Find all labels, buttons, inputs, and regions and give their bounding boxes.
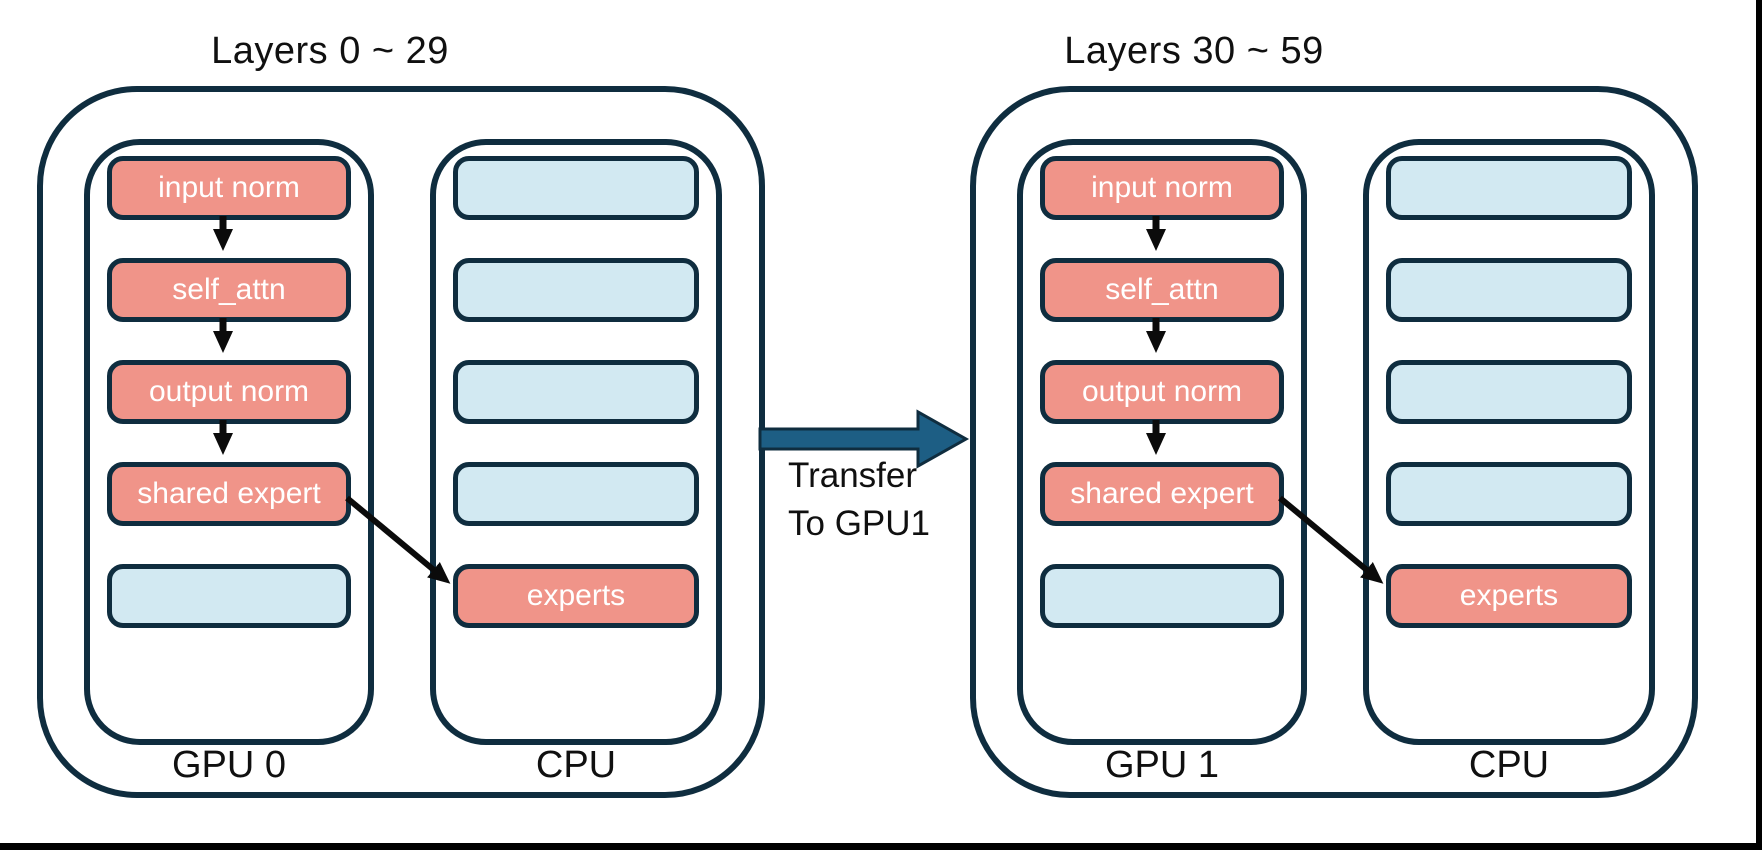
gpu0-column xyxy=(84,139,374,745)
left-cpu-empty-slot-3 xyxy=(453,360,699,424)
transfer-arrow-label: Transfer To GPU1 xyxy=(788,452,1028,548)
right-cpu-empty-slot-2 xyxy=(1386,258,1632,322)
gpu1-empty-slot xyxy=(1040,564,1284,628)
left-cpu-empty-slot-4 xyxy=(453,462,699,526)
frame-bottom-edge xyxy=(0,843,1762,850)
frame-right-edge xyxy=(1756,0,1762,850)
right-group-container: input norm self_attn output norm shared … xyxy=(970,86,1698,798)
left-cpu-experts-box: experts xyxy=(453,564,699,628)
right-cpu-empty-slot-1 xyxy=(1386,156,1632,220)
transfer-label-line2: To GPU1 xyxy=(788,504,930,543)
right-cpu-empty-slot-3 xyxy=(1386,360,1632,424)
gpu1-self-attn-box: self_attn xyxy=(1040,258,1284,322)
right-cpu-label: CPU xyxy=(1468,744,1550,786)
right-cpu-empty-slot-4 xyxy=(1386,462,1632,526)
right-cpu-column xyxy=(1363,139,1655,745)
gpu0-empty-slot xyxy=(107,564,351,628)
gpu1-output-norm-box: output norm xyxy=(1040,360,1284,424)
gpu0-shared-expert-box: shared expert xyxy=(107,462,351,526)
gpu1-column xyxy=(1017,139,1307,745)
gpu0-self-attn-box: self_attn xyxy=(107,258,351,322)
left-cpu-label: CPU xyxy=(535,744,617,786)
right-group-title: Layers 30 ~ 59 xyxy=(1064,30,1324,72)
gpu0-label: GPU 0 xyxy=(171,744,287,786)
gpu0-output-norm-box: output norm xyxy=(107,360,351,424)
right-cpu-experts-box: experts xyxy=(1386,564,1632,628)
gpu1-label: GPU 1 xyxy=(1104,744,1220,786)
transfer-label-line1: Transfer xyxy=(788,456,918,495)
gpu0-input-norm-box: input norm xyxy=(107,156,351,220)
left-cpu-column xyxy=(430,139,722,745)
left-cpu-empty-slot-1 xyxy=(453,156,699,220)
gpu1-shared-expert-box: shared expert xyxy=(1040,462,1284,526)
gpu1-input-norm-box: input norm xyxy=(1040,156,1284,220)
left-group-container: input norm self_attn output norm shared … xyxy=(37,86,765,798)
left-cpu-empty-slot-2 xyxy=(453,258,699,322)
left-group-title: Layers 0 ~ 29 xyxy=(211,30,449,72)
